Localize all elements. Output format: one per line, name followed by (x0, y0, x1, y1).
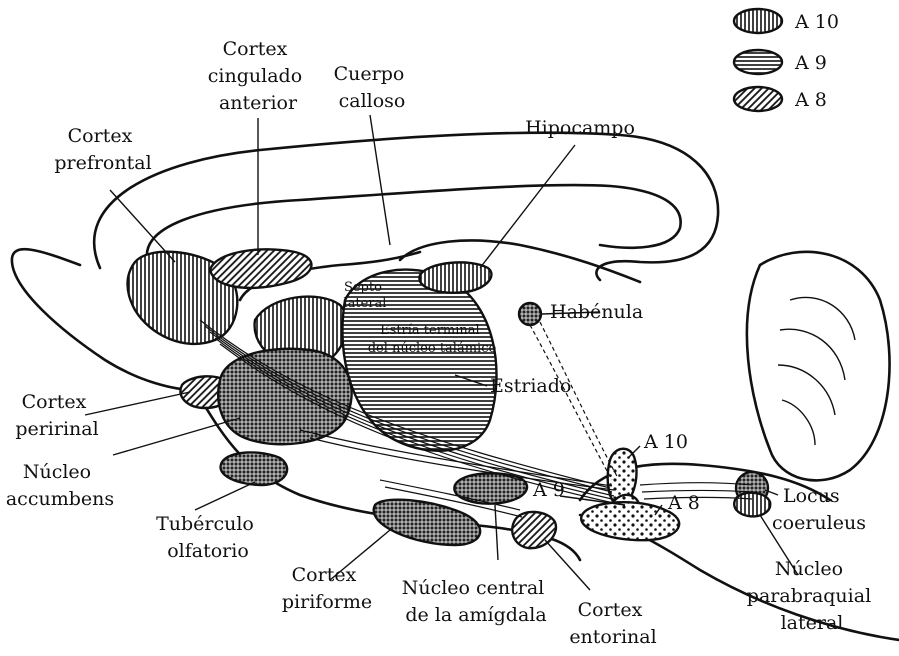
legend-label-a10: A 10 (794, 11, 839, 33)
label-estriado: Estriado (490, 375, 571, 397)
legend-label-a9: A 9 (794, 52, 827, 74)
region-cortex-cingulado (210, 249, 311, 288)
region-cortex-piriforme (374, 500, 480, 545)
label-nucleo-central-amigdala: Núcleo central de la amígdala (402, 577, 551, 626)
region-nucleo-accumbens (218, 349, 351, 444)
label-cortex-cingulado: Cortex cingulado anterior (208, 38, 308, 114)
label-a8: A 8 (667, 492, 700, 514)
region-cortex-entorinal (512, 512, 556, 548)
label-habenula: Habénula (550, 301, 643, 323)
region-nucleo-central-amigdala (454, 473, 527, 503)
label-hipocampo: Hipocampo (525, 117, 635, 139)
label-tuberculo-olfatorio: Tubérculo olfatorio (156, 513, 260, 562)
legend-label-a8: A 8 (794, 89, 827, 111)
label-a9: A 9 (532, 479, 565, 501)
legend-swatch-a8 (734, 87, 782, 111)
region-a8 (581, 502, 679, 540)
legend: A 10 A 9 A 8 (734, 9, 839, 111)
region-parabraquial (734, 493, 770, 517)
label-a10: A 10 (643, 431, 688, 453)
label-cortex-entorinal: Cortex entorinal (569, 599, 656, 648)
region-tuberculo-olfatorio (221, 452, 288, 485)
legend-swatch-a10 (734, 9, 782, 33)
label-cortex-prefrontal: Cortex prefrontal (54, 125, 151, 174)
region-habenula (519, 303, 541, 325)
legend-swatch-a9 (734, 50, 782, 74)
label-cortex-piriforme: Cortex piriforme (282, 564, 372, 613)
label-nucleo-accumbens: Núcleo accumbens (6, 461, 114, 510)
label-cuerpo-calloso: Cuerpo calloso (334, 63, 411, 112)
label-septo-lateral: Septo lateral (344, 280, 387, 311)
label-cortex-peririnal: Cortex peririnal (15, 391, 98, 440)
label-locus-coeruleus: Locus coeruleus (772, 485, 866, 534)
label-nucleo-parabraquial: Núcleo parabraquial lateral (747, 558, 877, 634)
